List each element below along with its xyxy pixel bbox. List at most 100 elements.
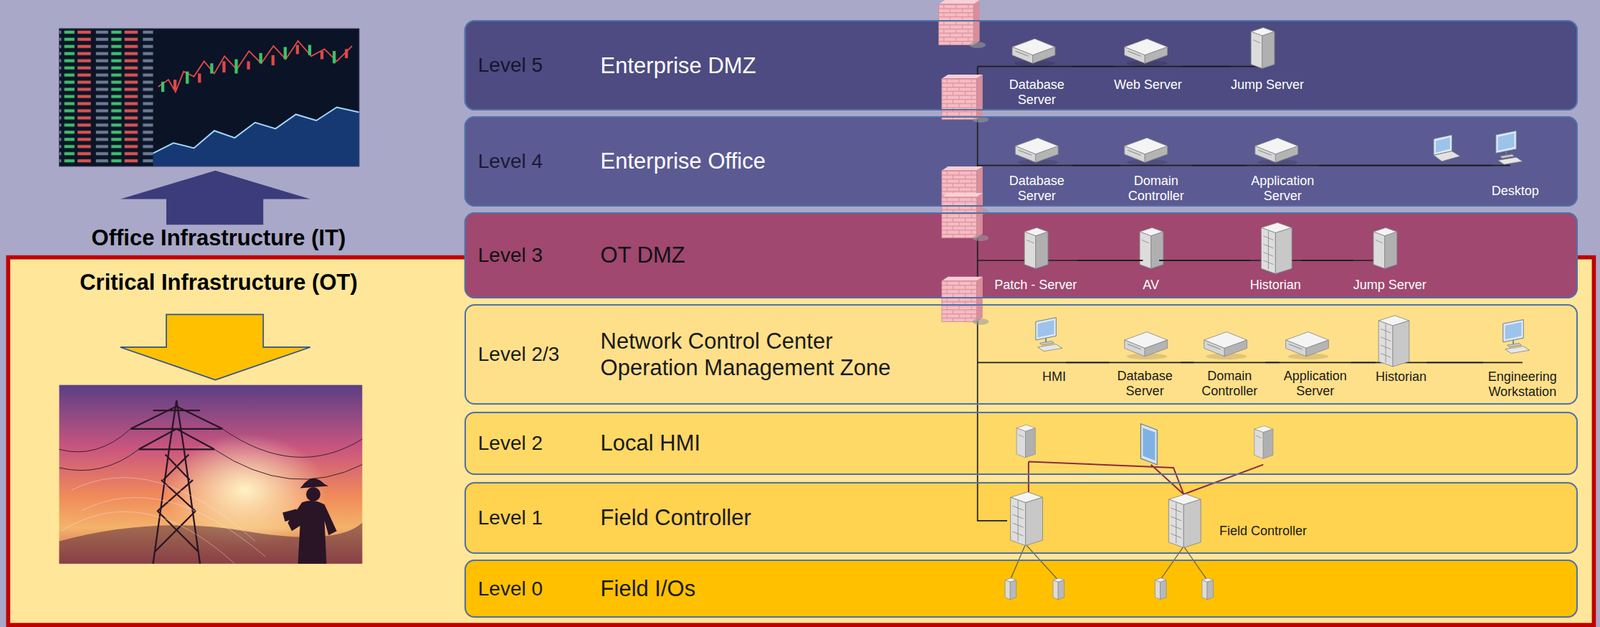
zone-name: Enterprise DMZ [600, 52, 757, 79]
stock-chart-photo [153, 106, 360, 153]
power-line-photo [154, 453, 198, 551]
device-node: Domain Controller [1120, 132, 1193, 203]
device-label: Patch - Server [994, 277, 1077, 293]
device-node: Application Server [1246, 132, 1319, 203]
stock-chart-photo [283, 46, 287, 59]
device-icon [1053, 577, 1065, 600]
device-node: Desktop [1491, 134, 1540, 199]
level-number: Level 0 [478, 576, 601, 601]
device-icon [1012, 38, 1056, 66]
device-icon [1168, 493, 1201, 548]
device-label: Database Server [1108, 368, 1181, 398]
network-link [1072, 164, 1121, 167]
power-line-photo [282, 478, 337, 564]
ot-region [7, 257, 1594, 625]
network-link [1182, 65, 1231, 68]
zone-name: OT DMZ [600, 241, 686, 269]
level-number: Level 1 [478, 505, 601, 530]
device-node: Patch - Server [994, 229, 1077, 293]
level-band-fill [464, 303, 1578, 404]
device-icon [1010, 491, 1044, 546]
io-wire [1010, 544, 1208, 580]
down-arrow [120, 313, 311, 380]
level-number: Level 4 [478, 149, 601, 174]
firewall-icon [939, 0, 986, 49]
firewall-icon [941, 192, 989, 241]
device-icon [1154, 577, 1167, 600]
device-label: Jump Server [1353, 277, 1427, 293]
device-icon [1124, 137, 1168, 165]
stock-chart-photo [344, 48, 348, 59]
stock-chart-photo [59, 28, 360, 167]
device-icon [1016, 424, 1036, 458]
device-label: Jump Server [1230, 77, 1304, 93]
device-icon [1139, 227, 1164, 269]
level-number: Level 3 [478, 243, 601, 268]
device-icon [1250, 27, 1275, 69]
level-band: Level 5Enterprise DMZ Database Server Web … [464, 20, 1578, 110]
power-line-photo [59, 428, 363, 479]
device-label: Database Server [1000, 77, 1073, 107]
device-node: Jump Server [1353, 229, 1427, 293]
level-band-fill [464, 481, 1578, 554]
stock-chart-photo [210, 63, 213, 74]
power-line-photo [282, 508, 299, 522]
power-line-photo [130, 410, 223, 449]
network-link [1301, 259, 1354, 261]
device-node: Database Server [1000, 35, 1073, 108]
stock-chart-photo [308, 45, 312, 56]
device-icon [1286, 331, 1330, 360]
device-label: Historian [1375, 369, 1427, 385]
device-icon [1005, 577, 1017, 600]
zone-name: Field Controller [600, 503, 752, 531]
level-band-fill [464, 20, 1578, 110]
network-link [1180, 361, 1194, 363]
stock-chart-photo [332, 50, 336, 64]
power-line-photo [130, 400, 223, 564]
device-node: HMI [1042, 320, 1066, 385]
device-node: Engineering Workstation [1483, 320, 1563, 400]
level-number: Level 5 [478, 53, 601, 78]
device-icon [1124, 38, 1168, 66]
network-link [1426, 361, 1484, 363]
network-link [1265, 361, 1280, 363]
stock-chart-photo [197, 73, 201, 83]
device-icon [1433, 134, 1461, 162]
field-wire [1028, 460, 1264, 496]
zone-name: Local HMI [600, 429, 702, 456]
device-label: Database Server [1000, 173, 1073, 203]
stock-chart-photo [59, 28, 360, 167]
device-label: HMI [1042, 369, 1066, 385]
zone-name: Network Control Center Operation Managem… [600, 327, 917, 381]
device-node: Field Controller [1219, 523, 1307, 539]
zone-name: Field I/Os [600, 574, 697, 602]
firewall-icon [941, 276, 989, 325]
network-link [1318, 164, 1492, 167]
level-band-fill [464, 116, 1578, 206]
level-band-fill [464, 20, 1578, 618]
power-line-photo [300, 478, 330, 489]
device-icon [1024, 227, 1049, 269]
stock-chart-photo [320, 50, 324, 59]
firewall-icon [941, 74, 989, 123]
device-label: Domain Controller [1120, 173, 1193, 203]
stock-chart-photo [161, 81, 165, 92]
device-label: Web Server [1113, 77, 1183, 93]
device-icon [1255, 137, 1299, 165]
device-icon [1035, 317, 1063, 352]
level-number: Level 2/3 [478, 341, 601, 367]
power-line-photo [130, 406, 223, 450]
network-link [1076, 259, 1143, 261]
stock-chart-photo [59, 28, 360, 167]
level-band: Level 1Field ControllerField Controller [464, 481, 1578, 554]
device-label: Field Controller [1219, 523, 1307, 539]
power-line-photo [59, 384, 363, 564]
region-label: Critical Infrastructure (OT) [17, 269, 420, 296]
stock-chart-photo [222, 60, 226, 73]
device-icon [1260, 222, 1292, 274]
level-number: Level 2 [478, 430, 601, 456]
device-label: Desktop [1491, 183, 1540, 199]
